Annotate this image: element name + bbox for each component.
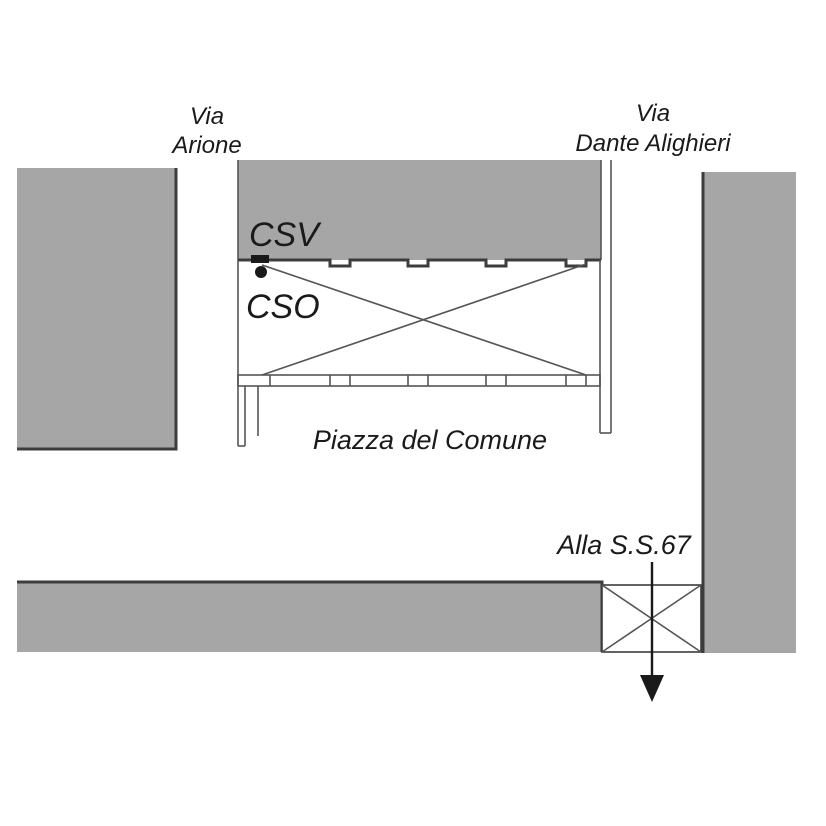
- direction-arrow-icon: [640, 562, 664, 702]
- square-label: Piazza del Comune: [313, 425, 547, 455]
- csv-label: CSV: [249, 216, 322, 254]
- cso-label: CSO: [246, 288, 320, 326]
- street-label-dante-line2: Dante Alighieri: [575, 130, 731, 157]
- cso-marker: [255, 266, 267, 278]
- building-block-right: [701, 172, 796, 653]
- building-block-left: [17, 168, 178, 451]
- street-label-arione-line2: Arione: [170, 132, 241, 159]
- direction-label: Alla S.S.67: [555, 530, 692, 560]
- street-label-dante-line1: Via: [636, 100, 670, 127]
- building-block-bottom: [17, 580, 604, 652]
- building-block-center: [237, 160, 602, 268]
- csv-marker: [251, 255, 269, 263]
- street-label-arione-line1: Via: [190, 103, 224, 130]
- square-structure: [237, 160, 612, 447]
